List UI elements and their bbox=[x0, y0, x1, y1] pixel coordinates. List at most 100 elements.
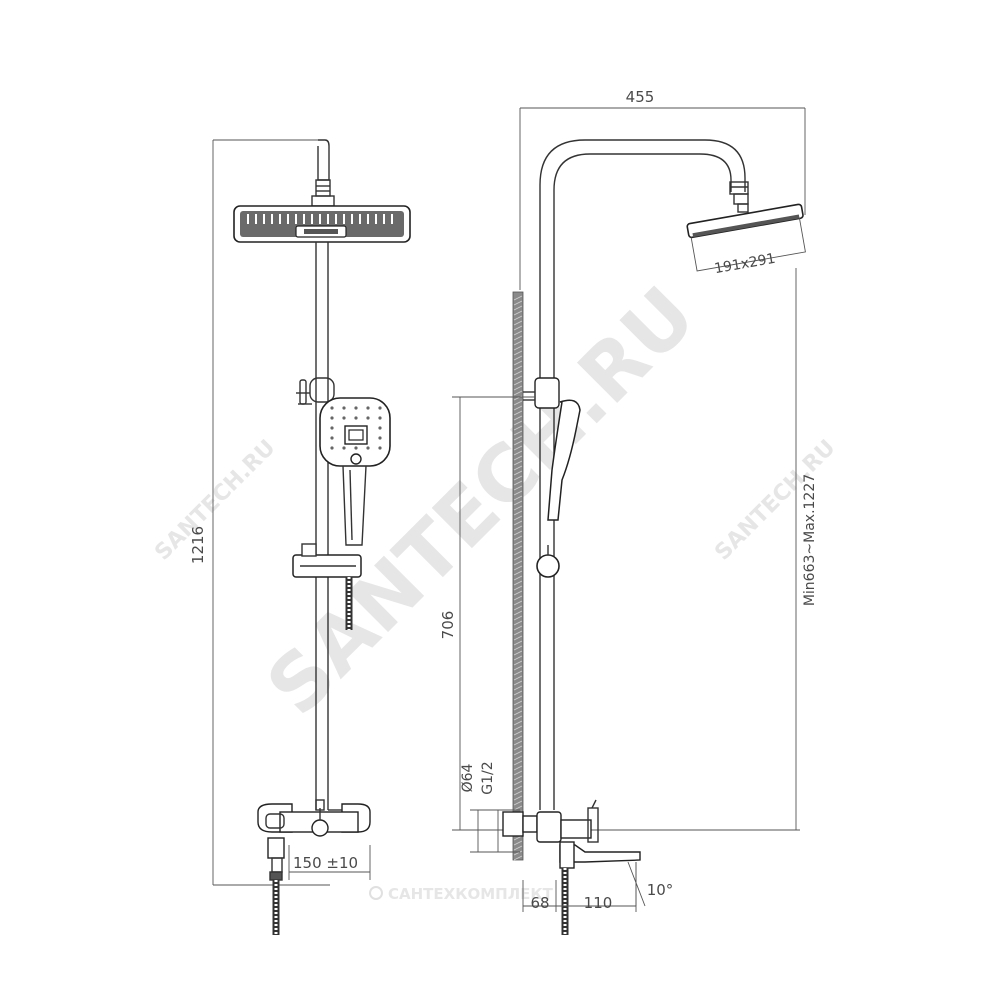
wall-hatch-line bbox=[513, 725, 523, 731]
wall-hatch-line bbox=[513, 635, 523, 641]
wall-hatch-line bbox=[513, 355, 523, 361]
front-height-dimension bbox=[212, 139, 330, 886]
front-mixer bbox=[257, 799, 371, 881]
wall-hatch-line bbox=[513, 380, 523, 386]
wall-hatch-line bbox=[513, 400, 523, 406]
wall-hatch-line bbox=[513, 680, 523, 686]
wall-hatch-line bbox=[513, 430, 523, 436]
front-pipe-collar bbox=[315, 179, 331, 197]
wall-hatch-line bbox=[513, 310, 523, 316]
label-inlet-thread: G1/2 bbox=[480, 761, 496, 794]
wall-hatch-line bbox=[513, 385, 523, 391]
wall-hatch-line bbox=[513, 510, 523, 516]
label-center-distance: 150 ±10 bbox=[293, 854, 358, 872]
side-riser-holder bbox=[523, 377, 560, 409]
wall-hatch-line bbox=[513, 605, 523, 611]
wall-hatch-line bbox=[513, 625, 523, 631]
wall-hatch-line bbox=[513, 780, 523, 786]
hand-shower-nozzle bbox=[366, 406, 370, 410]
side-riser-arm-inner bbox=[553, 153, 732, 810]
wall-hatch-line bbox=[513, 500, 523, 506]
wall-hatch-line bbox=[513, 575, 523, 581]
hand-shower-nozzle bbox=[342, 446, 346, 450]
wall-hatch-line bbox=[513, 585, 523, 591]
label-width: 455 bbox=[626, 88, 655, 106]
wall-hatch-line bbox=[513, 420, 523, 426]
wall-hatch-line bbox=[513, 535, 523, 541]
bottom-dimensions bbox=[522, 861, 646, 912]
wall-hatch-line bbox=[513, 305, 523, 311]
wall-hatch-line bbox=[513, 335, 523, 341]
hand-shower-nozzle bbox=[330, 446, 334, 450]
wall-hatch-line bbox=[513, 600, 523, 606]
inlet-dimension bbox=[470, 809, 520, 853]
wall-hatch-line bbox=[513, 650, 523, 656]
watermark-main: SANTECH.RU bbox=[250, 270, 712, 732]
wall-hatch-line bbox=[513, 760, 523, 766]
wall-hatch-line bbox=[513, 730, 523, 736]
front-shower-head bbox=[233, 205, 411, 243]
wall-hatch-line bbox=[513, 485, 523, 491]
wall-hatch-line bbox=[513, 340, 523, 346]
wall-hatch-line bbox=[513, 745, 523, 751]
wall-hatch-line bbox=[513, 345, 523, 351]
side-head-neck bbox=[729, 181, 749, 213]
wall-hatch-line bbox=[513, 445, 523, 451]
wall-hatch-line bbox=[513, 520, 523, 526]
hand-shower-nozzle bbox=[378, 426, 382, 430]
wall-hatch-line bbox=[513, 790, 523, 796]
wall-hatch-line bbox=[513, 325, 523, 331]
wall-hatch-line bbox=[513, 795, 523, 801]
front-hand-shower bbox=[319, 397, 391, 546]
side-slider bbox=[536, 545, 560, 578]
label-total-height: 1216 bbox=[189, 526, 207, 564]
hand-shower-nozzle bbox=[378, 436, 382, 440]
wall-hatch-line bbox=[513, 570, 523, 576]
wall-hatch-line bbox=[513, 295, 523, 301]
wall-hatch-line bbox=[513, 735, 523, 741]
hand-shower-nozzle bbox=[354, 406, 358, 410]
wall-hatch-line bbox=[513, 555, 523, 561]
wall-hatch-line bbox=[513, 560, 523, 566]
wall-hatch-line bbox=[513, 360, 523, 366]
wall-hatch-line bbox=[513, 775, 523, 781]
wall-hatch-line bbox=[513, 425, 523, 431]
wall-hatch-line bbox=[513, 450, 523, 456]
wall-hatch-line bbox=[513, 630, 523, 636]
wall-hatch-line bbox=[513, 610, 523, 616]
hand-shower-nozzle bbox=[330, 406, 334, 410]
hand-shower-nozzle bbox=[354, 446, 358, 450]
wall-hatch-line bbox=[513, 465, 523, 471]
wall-hatch-line bbox=[513, 665, 523, 671]
hand-shower-nozzle bbox=[378, 416, 382, 420]
wall-hatch-line bbox=[513, 620, 523, 626]
wall bbox=[512, 291, 524, 861]
watermark-bottom: САНТЕХКОМПЛЕКТ bbox=[388, 885, 554, 903]
wall-hatch-line bbox=[513, 850, 523, 856]
wall-hatch-line bbox=[513, 505, 523, 511]
wall-hatch-line bbox=[513, 490, 523, 496]
wall-hatch-line bbox=[513, 580, 523, 586]
wall-hatch-line bbox=[513, 710, 523, 716]
wall-hatch-line bbox=[513, 785, 523, 791]
wall-hatch-line bbox=[513, 365, 523, 371]
wall-hatch-line bbox=[513, 590, 523, 596]
wall-hatch-line bbox=[513, 765, 523, 771]
front-slider-clamp bbox=[292, 543, 362, 578]
wall-hatch-line bbox=[513, 855, 523, 861]
wall-hatch-line bbox=[513, 720, 523, 726]
wall-hatch-line bbox=[513, 525, 523, 531]
wall-hatch-line bbox=[513, 655, 523, 661]
hand-shower-nozzle bbox=[366, 416, 370, 420]
wall-hatch-line bbox=[513, 470, 523, 476]
side-mixer bbox=[502, 799, 641, 869]
wall-hatch-line bbox=[513, 350, 523, 356]
wall-hatch-line bbox=[513, 740, 523, 746]
label-mixer-height: 706 bbox=[439, 611, 457, 640]
wall-hatch-line bbox=[513, 660, 523, 666]
wall-hatch-line bbox=[513, 645, 523, 651]
label-spout-length: 110 bbox=[584, 894, 613, 912]
wall-hatch-line bbox=[513, 675, 523, 681]
